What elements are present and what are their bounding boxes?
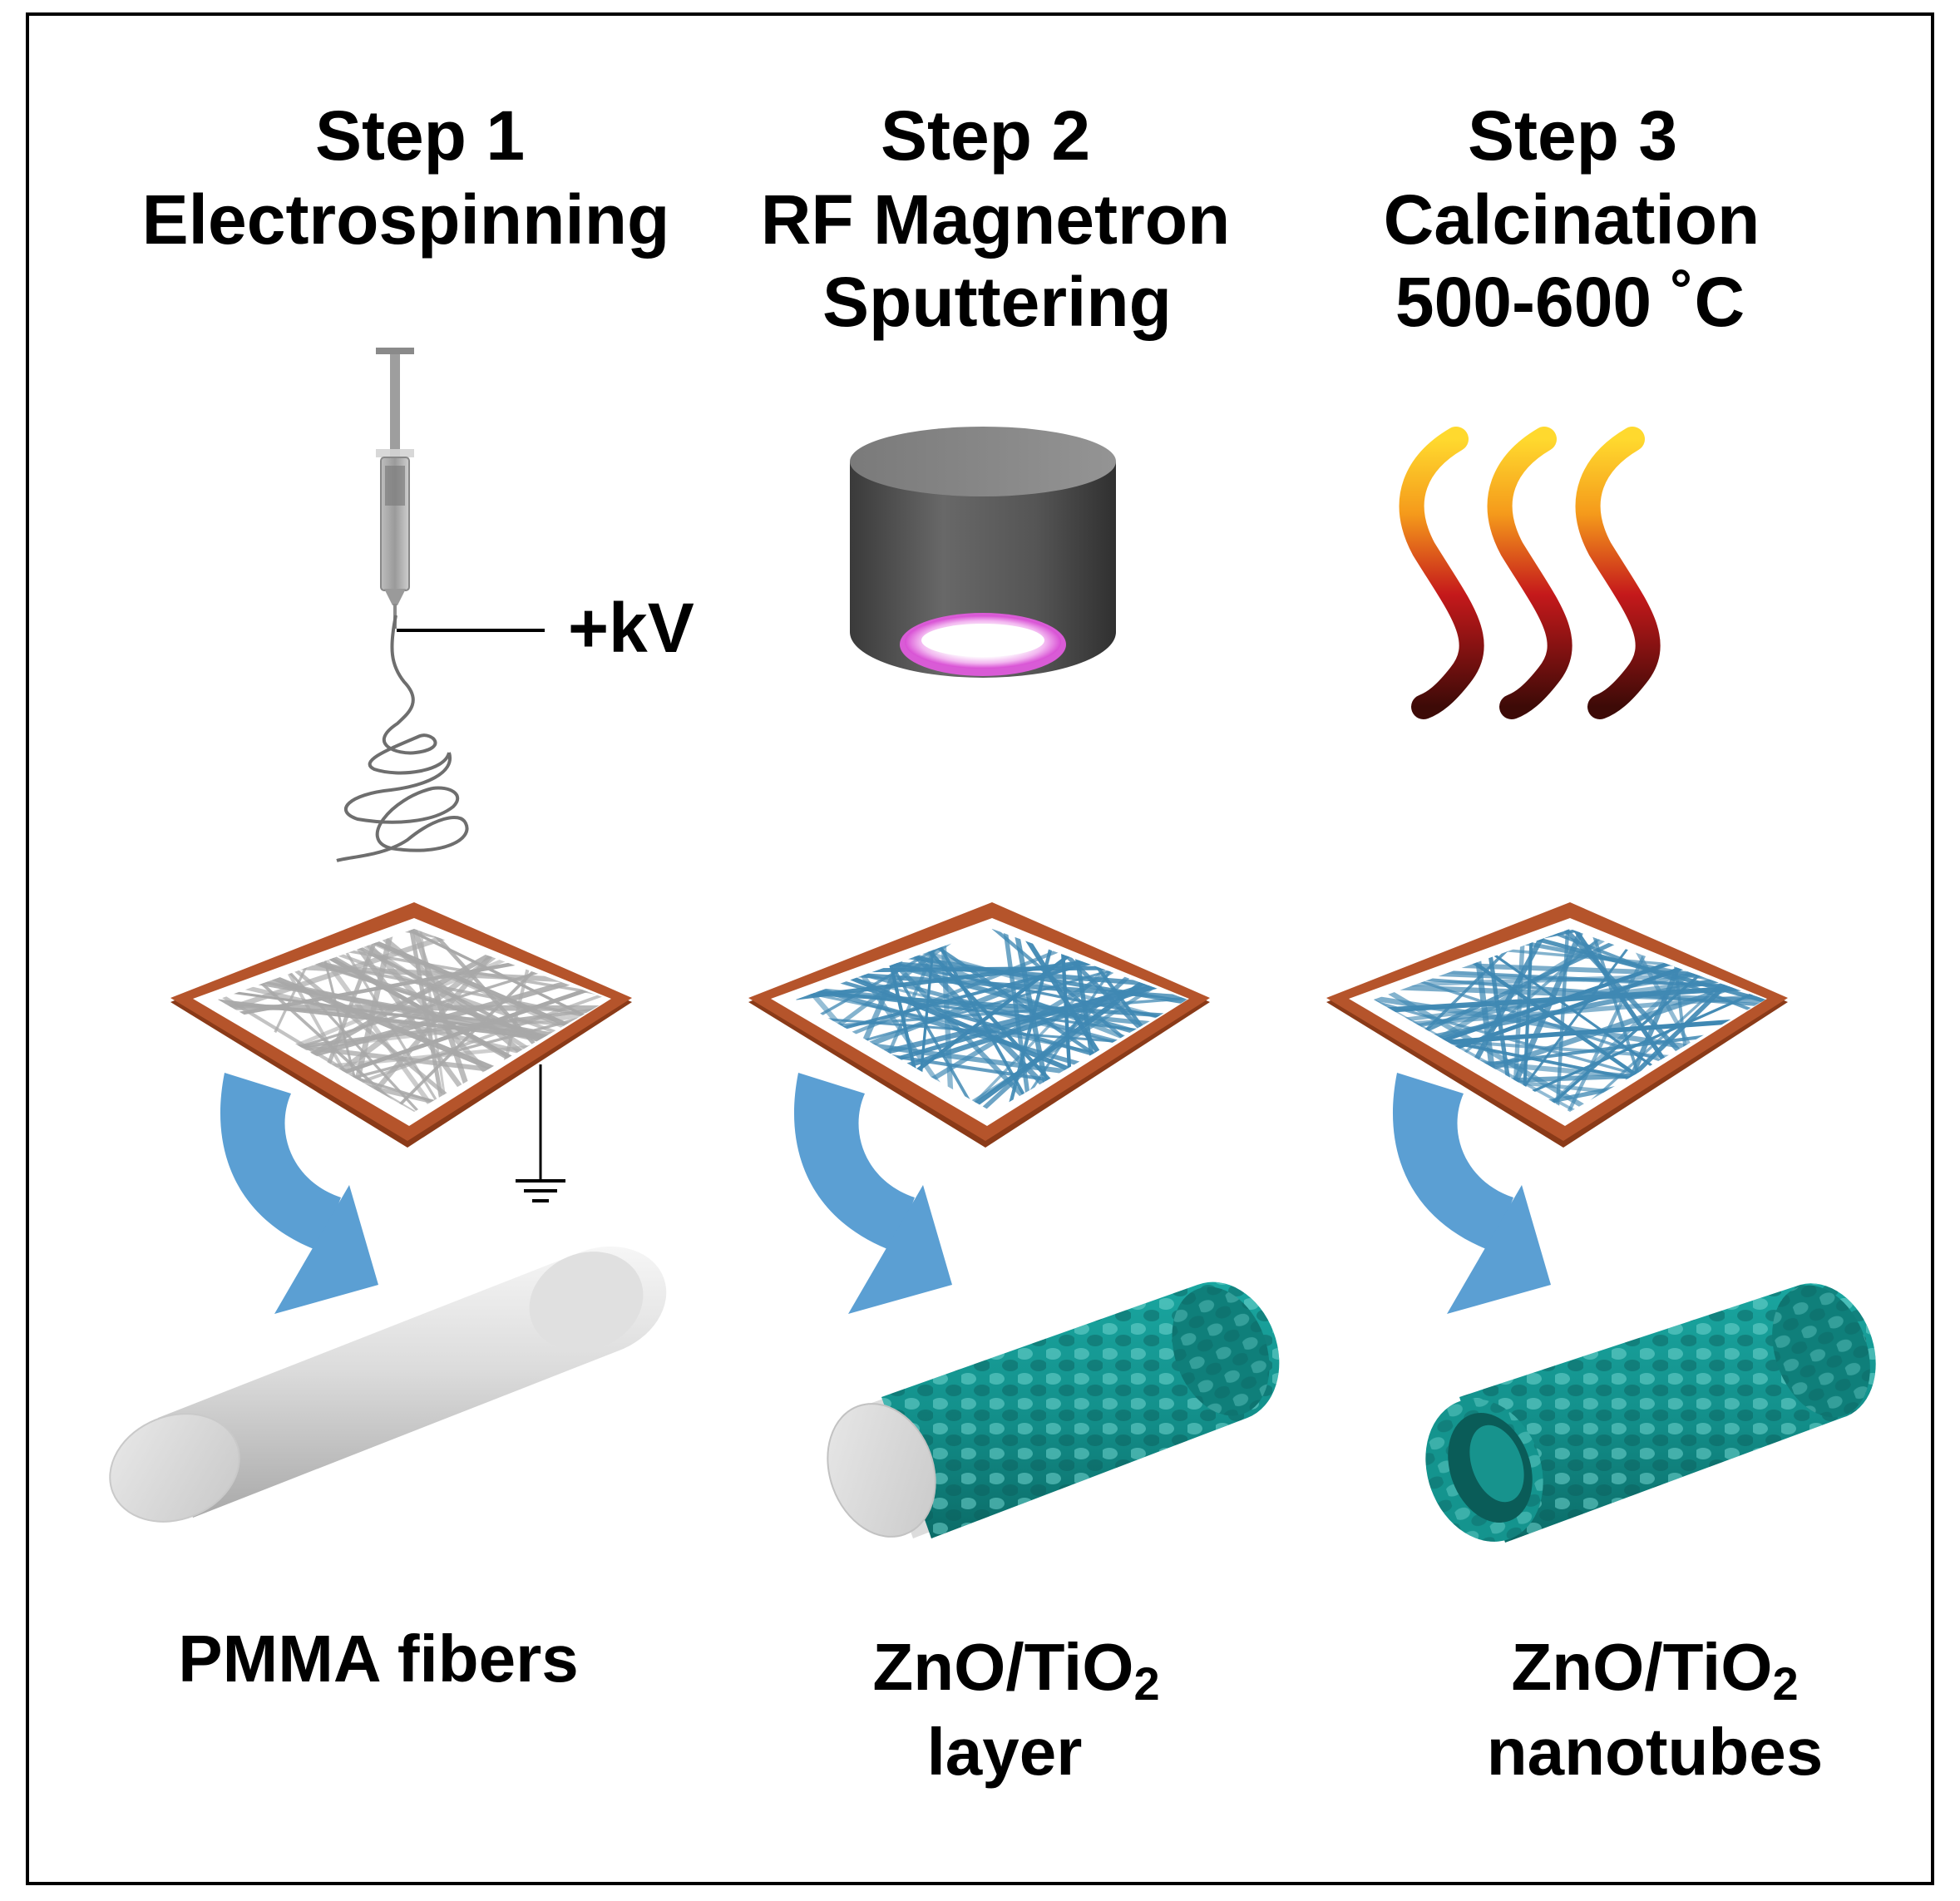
result-1-caption: PMMA fibers bbox=[178, 1622, 579, 1696]
fiber-mesh-icon-3 bbox=[1326, 902, 1788, 1148]
fiber-strand bbox=[796, 929, 1187, 1075]
fiber-strand bbox=[1493, 929, 1647, 1112]
fiber-strand bbox=[1449, 929, 1696, 1112]
result-2-main: ZnO/TiO bbox=[872, 1630, 1133, 1704]
fiber-strand bbox=[985, 929, 1187, 1112]
result-3-subscript: 2 bbox=[1772, 1657, 1798, 1710]
fiber-strand bbox=[218, 929, 610, 1056]
fiber-strand bbox=[1406, 929, 1592, 1112]
electrospinning-jet bbox=[336, 615, 469, 862]
curved-arrow-icon-3 bbox=[1392, 1073, 1551, 1314]
fiber-strand bbox=[1374, 960, 1765, 1016]
fiber-strand bbox=[796, 944, 1187, 1112]
fiber-strand bbox=[251, 929, 529, 1112]
fiber-strand bbox=[1374, 955, 1765, 1112]
fiber-strand bbox=[403, 929, 457, 1112]
step-2-process-line-2: Sputtering bbox=[822, 263, 1172, 341]
heat-waves-icon bbox=[1399, 427, 1661, 719]
step-1-heading: Step 1 Electrospinning bbox=[142, 96, 670, 259]
fiber-strand bbox=[218, 929, 373, 1112]
fiber-strand bbox=[386, 929, 452, 1112]
heat-wave-1 bbox=[1399, 427, 1484, 719]
voltage-connection: +kV bbox=[397, 589, 694, 667]
coated-fiber-icon bbox=[827, 1281, 1280, 1538]
fiber-strand bbox=[218, 929, 406, 1112]
fiber-strand bbox=[1374, 936, 1751, 1112]
fiber-strand bbox=[1374, 1007, 1765, 1063]
magnetron-target-icon bbox=[850, 427, 1116, 678]
nanotube-icon bbox=[1425, 1283, 1876, 1543]
fiber-mesh-icon-1 bbox=[170, 902, 632, 1148]
fiber-strand bbox=[983, 929, 1035, 1112]
fiber-strand bbox=[1374, 936, 1765, 1062]
curved-arrow-icon-2 bbox=[793, 1073, 952, 1314]
fiber-strand bbox=[218, 988, 610, 1077]
fiber-strand bbox=[857, 929, 1187, 1112]
fiber-strand bbox=[1054, 929, 1079, 1112]
fiber-strand bbox=[395, 929, 515, 1112]
result-3-label: ZnO/TiO2 bbox=[1511, 1630, 1798, 1710]
syringe-icon bbox=[376, 348, 414, 629]
result-2-line-2: layer bbox=[927, 1715, 1083, 1789]
fiber-strand bbox=[906, 929, 944, 1112]
fiber-strand bbox=[1374, 929, 1607, 1112]
result-3-main: ZnO/TiO bbox=[1511, 1630, 1772, 1704]
fiber-strand bbox=[218, 929, 487, 1112]
step-2-process-line-1: RF Magnetron bbox=[761, 180, 1231, 259]
step-3-label: Step 3 bbox=[1468, 96, 1677, 175]
voltage-label: +kV bbox=[568, 589, 694, 667]
fiber-strand bbox=[1515, 929, 1765, 1112]
fiber-strand bbox=[1558, 929, 1671, 1112]
fiber-strand bbox=[796, 929, 950, 1112]
step-2-heading: Step 2 RF Magnetron Sputtering bbox=[761, 96, 1231, 341]
step-3-process-line-1: Calcination bbox=[1384, 180, 1760, 259]
fiber-strand bbox=[1374, 929, 1765, 985]
heat-wave-3 bbox=[1575, 427, 1661, 719]
result-3-caption: ZnO/TiO2 nanotubes bbox=[1487, 1630, 1823, 1789]
result-2-subscript: 2 bbox=[1133, 1657, 1159, 1710]
result-2-label: ZnO/TiO2 bbox=[872, 1630, 1159, 1710]
fiber-strand bbox=[796, 929, 1069, 1112]
heat-wave-2 bbox=[1487, 427, 1572, 719]
step-1-process: Electrospinning bbox=[142, 180, 670, 259]
fiber-cylinder-icon bbox=[109, 1246, 667, 1523]
fiber-strand bbox=[312, 929, 518, 1112]
fiber-strand bbox=[1374, 929, 1765, 1112]
figure-border bbox=[26, 12, 1934, 1885]
ground-symbol-icon bbox=[516, 1064, 565, 1202]
step-2-label: Step 2 bbox=[881, 96, 1090, 175]
fiber-strand bbox=[221, 929, 610, 1079]
fiber-mesh-icon-2 bbox=[748, 902, 1210, 1148]
fiber-strand bbox=[796, 929, 1015, 1112]
step-3-process-line-2: 500-600 ˚C bbox=[1395, 263, 1745, 341]
fiber-strand bbox=[1504, 929, 1765, 1112]
fiber-strand bbox=[218, 990, 610, 1112]
result-2-caption: ZnO/TiO2 layer bbox=[872, 1630, 1159, 1789]
fiber-strand bbox=[1374, 966, 1765, 1112]
step-1-label: Step 1 bbox=[315, 96, 525, 175]
step-3-heading: Step 3 Calcination 500-600 ˚C bbox=[1384, 96, 1760, 341]
fiber-strand bbox=[796, 976, 1187, 1024]
fiber-strand bbox=[1374, 929, 1765, 1057]
fiber-strand bbox=[796, 964, 1187, 975]
result-3-line-2: nanotubes bbox=[1487, 1715, 1823, 1789]
fiber-strand bbox=[1473, 929, 1528, 1112]
result-1-label: PMMA fibers bbox=[178, 1622, 579, 1696]
fiber-strand bbox=[1533, 929, 1701, 1112]
fiber-strand bbox=[331, 929, 610, 1112]
fiber-strand bbox=[1374, 929, 1688, 1112]
curved-arrow-icon-1 bbox=[220, 1073, 378, 1314]
